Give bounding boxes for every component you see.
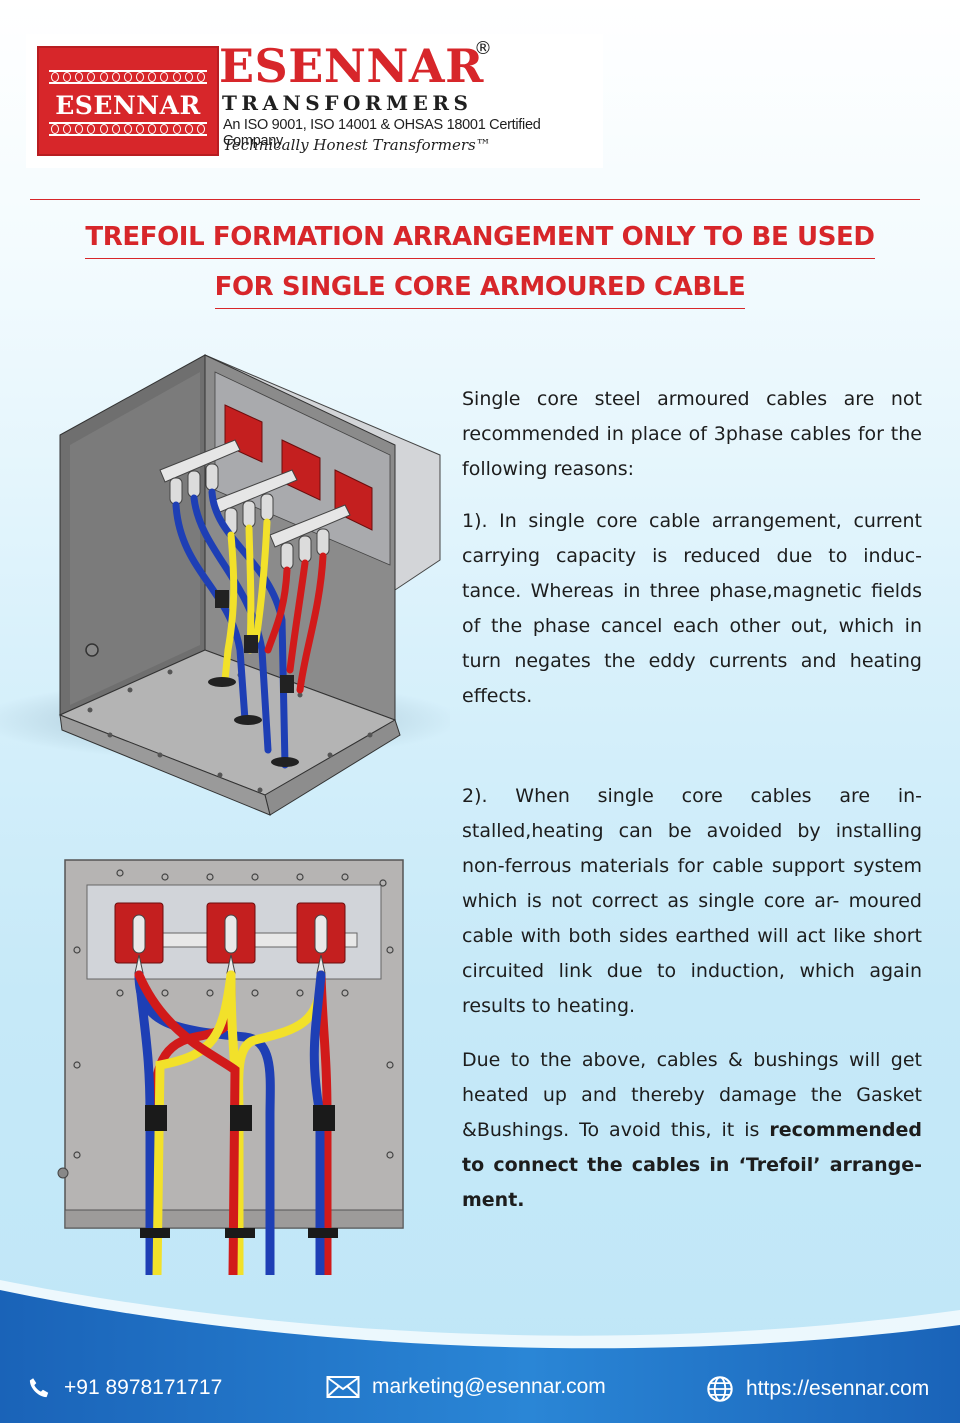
reason-1-paragraph: 1). In single core cable arrangement, cu…	[462, 510, 922, 707]
conclusion-text: Due to the above, cables & bushings will…	[462, 1049, 922, 1141]
intro-paragraph: Single core steel armoured cables are no…	[462, 388, 922, 480]
front-view-cable-box-illustration	[57, 859, 404, 1275]
registered-mark: ®	[474, 38, 492, 59]
logo-certification: An ISO 9001, ISO 14001 & OHSAS 18001 Cer…	[223, 117, 541, 149]
email-address: marketing@esennar.com	[372, 1375, 606, 1398]
logo-badge-text: ESENNAR	[55, 91, 201, 120]
footer-phone[interactable]: +91 8978171717	[26, 1375, 222, 1401]
isometric-cable-box-illustration	[0, 354, 450, 816]
footer-website[interactable]: https://esennar.com	[706, 1375, 929, 1403]
page-title-line-2: FOR SINGLE CORE ARMOURED CABLE	[0, 272, 960, 309]
mail-icon	[326, 1376, 360, 1398]
recommendation-text: recommended to connect the cables in ‘Tr…	[462, 1119, 922, 1211]
reason-2-paragraph: 2). When single core cables are in- stal…	[462, 785, 922, 1017]
logo-tagline: Technically Honest Transformers™	[223, 136, 491, 154]
logo-badge: ESENNAR	[37, 46, 219, 156]
coil-pattern-icon	[49, 70, 207, 84]
header-divider	[30, 199, 920, 200]
phone-icon	[29, 1378, 49, 1398]
company-logo: ESENNAR ESENNAR ® TRANSFORMERS An ISO 90…	[26, 34, 603, 168]
phone-number: +91 8978171717	[64, 1376, 223, 1399]
conclusion-paragraph: Due to the above, cables & bushings will…	[462, 1043, 922, 1218]
page-title-line-1: TREFOIL FORMATION ARRANGEMENT ONLY TO BE…	[0, 222, 960, 259]
globe-icon	[707, 1376, 733, 1402]
website-url: https://esennar.com	[746, 1377, 930, 1400]
logo-subtitle: TRANSFORMERS	[222, 91, 473, 115]
footer-email[interactable]: marketing@esennar.com	[326, 1375, 606, 1399]
logo-brand-name: ESENNAR	[219, 39, 484, 93]
coil-pattern-icon	[49, 122, 207, 136]
